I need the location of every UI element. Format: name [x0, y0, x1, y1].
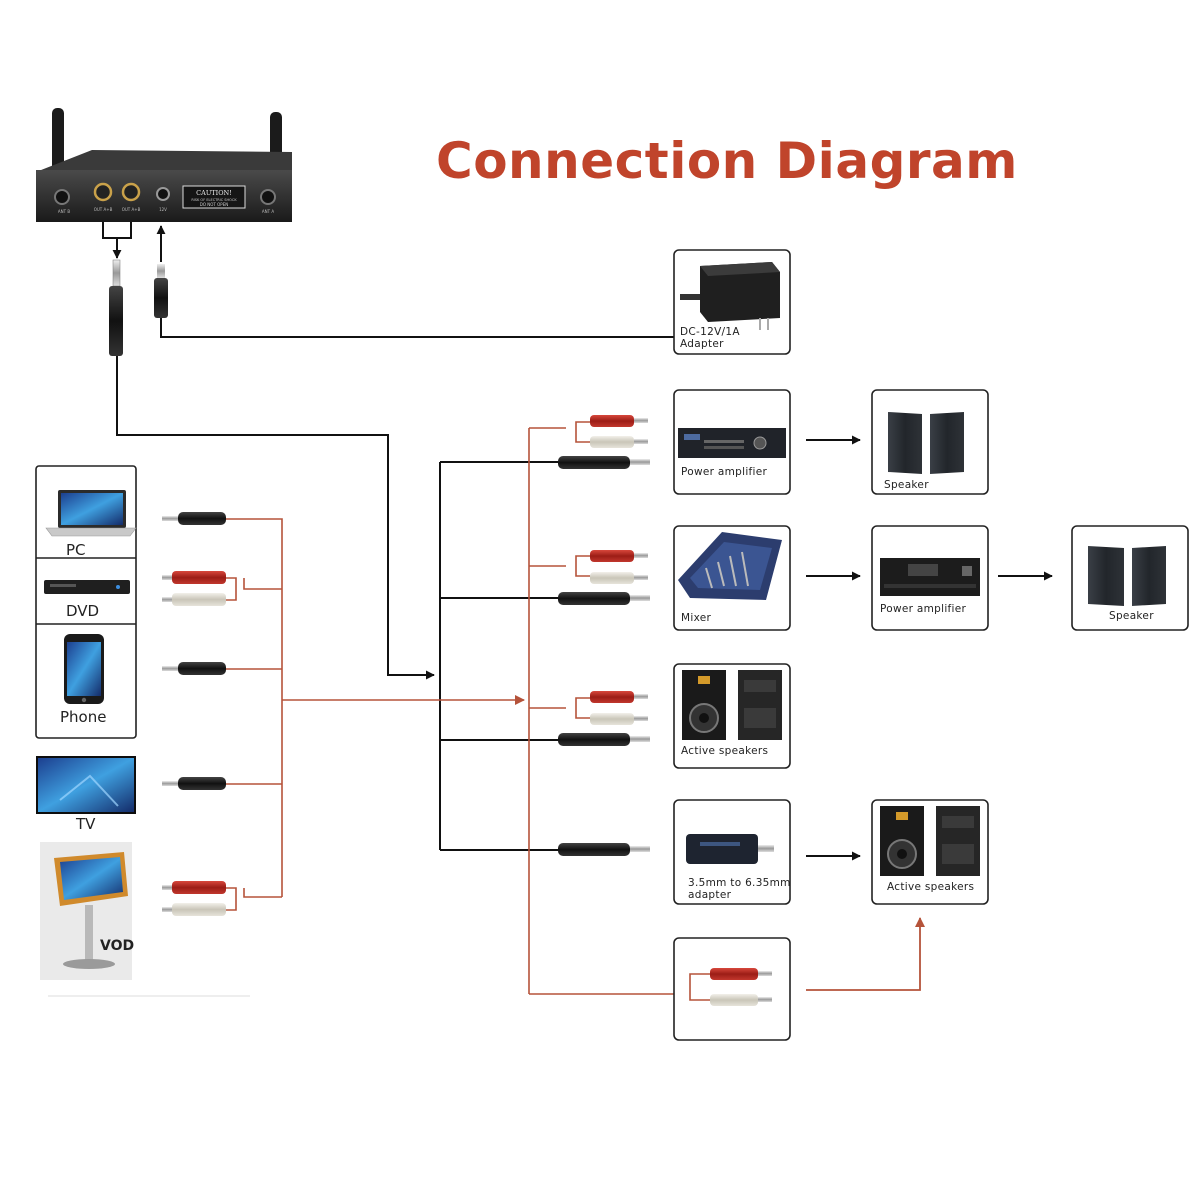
- rca-to-active-speakers-arrow: [806, 917, 925, 991]
- receiver-output-bracket: [102, 222, 166, 262]
- label-active-speakers-1: Active speakers: [681, 745, 769, 757]
- power-adapter-icon: [680, 262, 780, 330]
- jack-label-out-1: OUT A+B: [94, 207, 113, 212]
- speaker-pair-2-icon: [1088, 546, 1166, 606]
- antenna-left: [52, 108, 64, 180]
- black-signal-lines: [116, 318, 676, 851]
- label-mixer: Mixer: [681, 612, 712, 624]
- label-speaker-2: Speaker: [1109, 610, 1154, 622]
- adapter-6.35mm-plug: [558, 843, 650, 856]
- label-active-speakers-2: Active speakers: [887, 881, 975, 893]
- label-vod: VOD: [100, 938, 135, 954]
- active-speakers-2-icon: [880, 806, 980, 876]
- power-amplifier-1-icon: [678, 428, 786, 458]
- amp-rca-plugs: [575, 415, 648, 448]
- mixer-rca-plugs: [575, 550, 648, 584]
- dvd-rca-plugs: [162, 571, 237, 606]
- label-tv: TV: [76, 815, 96, 833]
- mixer-6.35mm-plug: [558, 592, 650, 605]
- jack-label-ant-b: ANT B: [58, 209, 70, 214]
- rca-cable-box: [673, 937, 791, 1041]
- out-jack-2: [121, 182, 141, 202]
- label-dvd: DVD: [66, 602, 100, 620]
- label-pc: PC: [66, 541, 86, 559]
- vod-kiosk-icon: [40, 842, 132, 980]
- label-adapter-line-1: DC-12V/1A: [680, 326, 740, 338]
- laptop-icon: [45, 490, 137, 537]
- out-jack-1: [93, 182, 113, 202]
- receiver-to-hub-line: [116, 356, 435, 680]
- caution-title: CAUTION!: [196, 189, 232, 197]
- power-jack: [156, 187, 170, 201]
- ant-a-connector: [260, 189, 276, 205]
- label-adapter-line-2: Adapter: [680, 338, 724, 350]
- label-power-amplifier-1: Power amplifier: [681, 466, 768, 478]
- tv-icon: [36, 756, 136, 814]
- active-rca-plugs: [575, 691, 648, 725]
- label-phone: Phone: [60, 708, 107, 726]
- tv-3.5mm-plug: [162, 777, 226, 790]
- power-amplifier-2-icon: [880, 558, 980, 596]
- jack-adapter-icon: [686, 834, 774, 864]
- ant-b-connector: [54, 189, 70, 205]
- dvd-player-icon: [44, 580, 130, 594]
- caution-label: [182, 185, 246, 209]
- page-title: Connection Diagram: [436, 132, 1018, 190]
- dc-power-plug: [154, 264, 168, 318]
- label-jack-adapter-line-1: 3.5mm to 6.35mm: [688, 877, 791, 889]
- adapter-power-line: [160, 318, 676, 338]
- vod-rca-plugs: [162, 881, 237, 916]
- device-arrows: [806, 435, 1053, 861]
- pc-3.5mm-plug: [162, 512, 226, 525]
- receiver-6.35mm-plug: [109, 259, 123, 356]
- mixer-icon: [678, 532, 782, 600]
- jack-label-out-2: OUT A+B: [122, 207, 141, 212]
- jack-label-ant-a: ANT A: [262, 209, 274, 214]
- active-speakers-1-icon: [682, 670, 782, 740]
- speaker-pair-1-icon: [888, 412, 964, 474]
- caution-line-1: RISK OF ELECTRIC SHOCK: [191, 198, 237, 202]
- active-6.35mm-plug: [558, 733, 650, 746]
- wireless-receiver: CAUTION! RISK OF ELECTRIC SHOCK DO NOT O…: [36, 108, 292, 222]
- jack-label-power: 12V: [159, 207, 167, 212]
- label-speaker-1: Speaker: [884, 479, 929, 491]
- caution-line-2: DO NOT OPEN: [200, 202, 228, 207]
- phone-3.5mm-plug: [162, 662, 226, 675]
- amp-6.35mm-plug: [558, 456, 650, 469]
- red-audio-lines: [226, 427, 676, 995]
- phone-icon: [64, 634, 104, 704]
- rca-cable-icon: [689, 968, 772, 1006]
- label-jack-adapter-line-2: adapter: [688, 889, 732, 901]
- label-power-amplifier-2: Power amplifier: [880, 603, 967, 615]
